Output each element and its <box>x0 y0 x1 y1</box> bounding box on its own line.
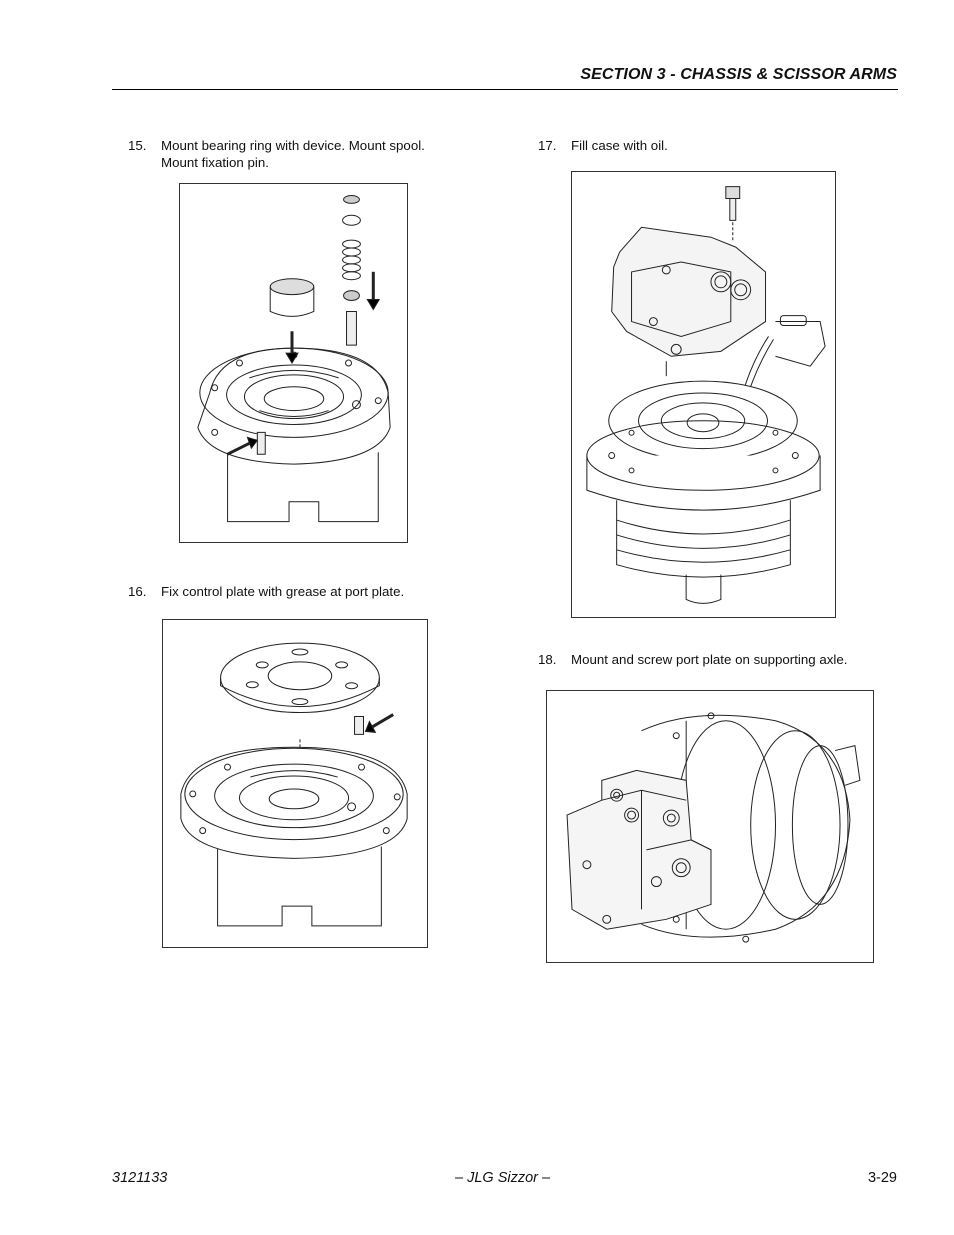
doc-number: 3121133 <box>112 1170 168 1186</box>
step-17: 17. Fill case with oil. <box>538 137 878 155</box>
figure-fill-case-oil <box>571 171 836 618</box>
figure-port-plate-axle <box>546 690 874 963</box>
step-number: 16. <box>128 584 147 599</box>
step-18: 18. Mount and screw port plate on suppor… <box>538 651 878 669</box>
header-rule <box>112 89 898 90</box>
illustration-control-plate <box>163 620 427 947</box>
step-text-line1: Mount bearing ring with device. Mount sp… <box>161 138 425 153</box>
step-15: 15. Mount bearing ring with device. Moun… <box>128 137 488 173</box>
illustration-fill-case-oil <box>572 172 835 617</box>
section-title: SECTION 3 - CHASSIS & SCISSOR ARMS <box>580 66 897 83</box>
illustration-port-plate-axle <box>547 691 873 962</box>
step-16: 16. Fix control plate with grease at por… <box>128 583 488 601</box>
figure-bearing-ring <box>179 183 408 543</box>
figure-control-plate <box>162 619 428 948</box>
step-number: 18. <box>538 652 557 667</box>
page-number: 3-29 <box>867 1170 897 1186</box>
step-text: Mount and screw port plate on supporting… <box>571 652 848 667</box>
step-number: 15. <box>128 138 147 153</box>
footer-center: – JLG Sizzor – <box>455 1170 551 1186</box>
illustration-bearing-ring <box>180 184 407 542</box>
step-text: Fix control plate with grease at port pl… <box>161 584 405 599</box>
step-text-line2: Mount fixation pin. <box>161 155 269 170</box>
step-text: Fill case with oil. <box>571 138 668 153</box>
step-number: 17. <box>538 138 557 153</box>
